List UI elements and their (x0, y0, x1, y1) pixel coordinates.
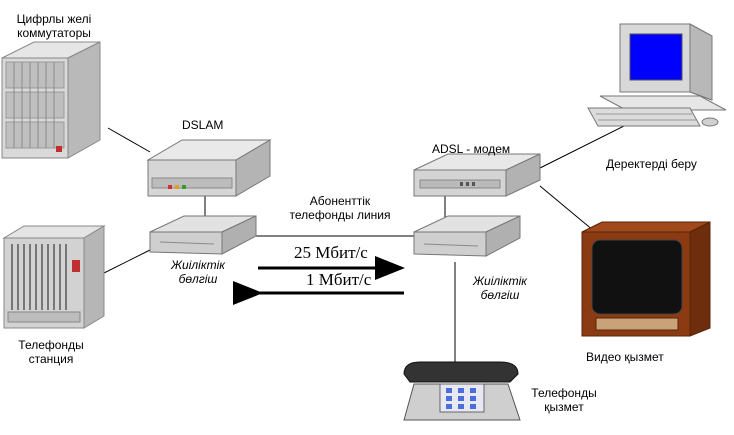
tv-device (581, 221, 711, 337)
adsl-modem-label: ADSL - модем (432, 142, 511, 156)
dslam-label: DSLAM (182, 118, 224, 132)
computer-label: Деректерді беру (606, 157, 697, 171)
dslam-device (146, 139, 272, 197)
computer-device (587, 23, 727, 127)
connection-lines (99, 123, 629, 365)
digital-switch-label: Цифрлы желі коммутаторы (16, 12, 92, 40)
upstream-rate-label: 1 Мбит/с (306, 270, 372, 289)
right-splitter-label: Жиіліктік бөлгіш (473, 274, 527, 302)
right-splitter-device (413, 215, 521, 257)
tv-label: Видео қызмет (586, 350, 664, 364)
telephone-device (403, 361, 521, 421)
digital-switch-cabinet (1, 41, 101, 159)
adsl-modem-device (413, 153, 541, 197)
line-station-splitter (99, 249, 151, 276)
line-switch-dslam (107, 127, 151, 153)
phone-station-label: Телефонды станция (18, 338, 84, 366)
telephone-label: Телефонды қызмет (531, 386, 597, 414)
line-modem-computer (539, 123, 629, 169)
subscriber-line-label: Абоненттік телефонды линия (289, 194, 391, 222)
downstream-rate-label: 25 Мбит/с (294, 243, 368, 262)
telephone-station-rack (2, 225, 106, 329)
left-splitter-device (149, 215, 257, 255)
left-splitter-label: Жиіліктік бөлгіш (171, 258, 225, 286)
